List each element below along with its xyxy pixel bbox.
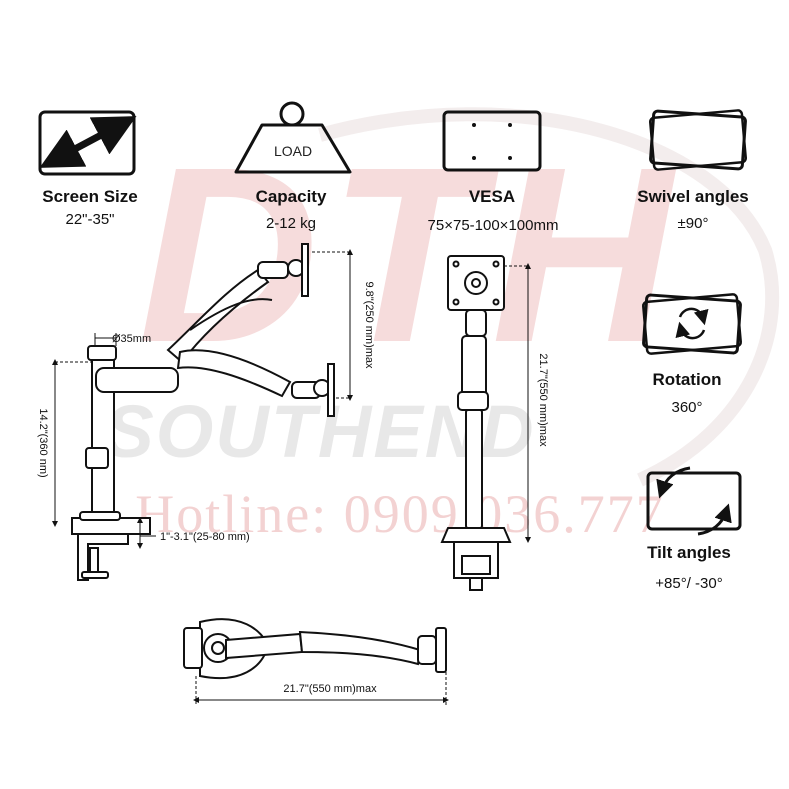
tilt-value: +85°/ -30° bbox=[655, 575, 723, 592]
weight-icon bbox=[234, 101, 352, 174]
rotation-icon bbox=[641, 293, 743, 355]
vesa-title: VESA bbox=[468, 187, 516, 206]
pole-diameter-label: Ø35mm bbox=[112, 333, 151, 345]
rotation-value: 360° bbox=[671, 399, 703, 416]
screen-size-title: Screen Size bbox=[42, 187, 138, 206]
side-view-dimensions bbox=[52, 249, 353, 549]
vesa-value: 75×75-100×100mm bbox=[427, 217, 559, 234]
screen-size-icon bbox=[38, 110, 137, 176]
side-view-mount bbox=[71, 243, 335, 581]
watermark-letters: DTH bbox=[138, 115, 682, 394]
front-view-dimensions bbox=[504, 263, 531, 543]
rotation-title: Rotation bbox=[652, 370, 722, 389]
pole-height-label: 14.2"(360 nm) bbox=[37, 408, 49, 477]
swivel-value: ±90° bbox=[677, 215, 709, 232]
top-view-mount bbox=[183, 618, 447, 680]
swivel-title: Swivel angles bbox=[637, 187, 749, 206]
capacity-value: 2-12 kg bbox=[265, 215, 317, 232]
top-reach-label: 21.7"(550 mm)max bbox=[537, 353, 549, 447]
top-view-dimensions bbox=[193, 672, 449, 706]
side-reach-label: 21.7"(550 mm)max bbox=[283, 683, 377, 695]
weight-icon-label: LOAD bbox=[274, 143, 312, 159]
front-view-mount bbox=[440, 255, 512, 591]
clamp-range-label: 1"-3.1"(25-80 mm) bbox=[160, 531, 250, 543]
watermark-swoosh bbox=[318, 107, 780, 487]
watermark-hotline: Hotline: 0909.036.777 bbox=[135, 484, 665, 544]
capacity-title: Capacity bbox=[255, 187, 327, 206]
tilt-title: Tilt angles bbox=[647, 543, 731, 562]
screen-size-value: 22"-35" bbox=[65, 211, 115, 228]
vesa-icon bbox=[442, 110, 542, 172]
tilt-icon bbox=[646, 466, 742, 536]
swivel-icon bbox=[648, 109, 748, 171]
arm-height-label: 9.8"(250 mm)max bbox=[363, 281, 375, 369]
